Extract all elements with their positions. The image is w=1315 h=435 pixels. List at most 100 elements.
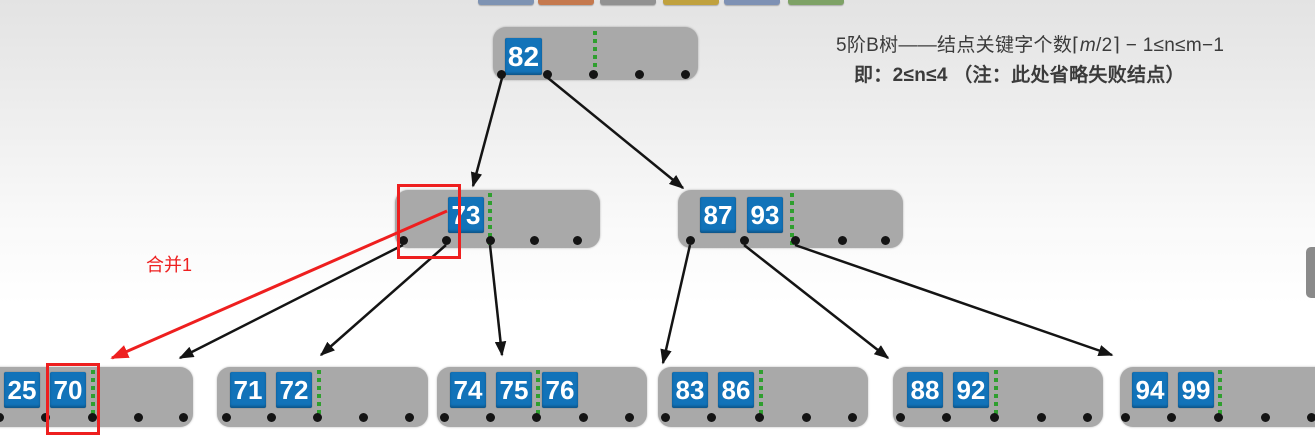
key-93: 93	[747, 197, 783, 233]
child-pointer-dot	[661, 413, 670, 422]
edge-73-to-74-75-76	[488, 244, 507, 357]
key-86: 86	[718, 372, 754, 408]
child-pointer-dot	[530, 236, 539, 245]
highlight-box-empty-slot-73	[397, 184, 461, 259]
child-pointer-dot	[1083, 413, 1092, 422]
leaf-node-74-75-76: 74 75 76	[437, 367, 647, 427]
child-pointer-dot	[625, 413, 634, 422]
edge-73-to-71-72	[319, 244, 447, 356]
btree-rule-note: 即：2≤n≤4 （注：此处省略失败结点）	[854, 65, 1185, 86]
child-pointer-dot	[88, 413, 97, 422]
rule-text-suffix: /2⌉ − 1≤n≤m−1	[1096, 35, 1225, 56]
child-pointer-dot	[791, 236, 800, 245]
child-pointer-dot	[1167, 413, 1176, 422]
child-pointer-dot	[179, 413, 188, 422]
child-pointer-dot	[222, 413, 231, 422]
root-node-82: 82	[493, 27, 698, 80]
child-pointer-dot	[707, 413, 716, 422]
divider-dotted-line	[91, 370, 95, 420]
theme-swatch-1[interactable]	[478, 0, 534, 5]
key-74: 74	[450, 372, 486, 408]
leaf-node-25-70: 25 70	[0, 367, 193, 427]
highlight-box-key-70	[46, 363, 100, 435]
rule-text-variable-m: m	[1079, 35, 1096, 56]
key-76: 76	[542, 372, 578, 408]
rule-text-prefix: 5阶B树——结点关键字个数⌈	[836, 35, 1080, 56]
internal-node-87-93: 87 93	[678, 190, 903, 248]
leaf-node-94-99: 94 99	[1120, 367, 1315, 427]
edge-93-to-94-99	[794, 243, 1114, 357]
key-88: 88	[907, 372, 943, 408]
key-75: 75	[496, 372, 532, 408]
child-pointer-dot	[740, 236, 749, 245]
divider-dotted-line	[1218, 370, 1222, 420]
btree-rule-text: 5阶B树——结点关键字个数⌈m/2⌉ − 1≤n≤m−1	[836, 30, 1224, 57]
key-73: 73	[448, 197, 484, 233]
divider-dotted-line	[994, 370, 998, 420]
child-pointer-dot	[681, 70, 690, 79]
child-pointer-dot	[755, 413, 764, 422]
key-92: 92	[953, 372, 989, 408]
child-pointer-dot	[440, 413, 449, 422]
child-pointer-dot	[589, 70, 598, 79]
divider-dotted-line	[593, 31, 597, 76]
leaf-node-71-72: 71 72	[217, 367, 428, 427]
key-99: 99	[1178, 372, 1214, 408]
child-pointer-dot	[532, 413, 541, 422]
child-pointer-dot	[573, 236, 582, 245]
divider-dotted-line	[317, 370, 321, 420]
theme-swatch-6[interactable]	[788, 0, 844, 5]
scrollbar-thumb[interactable]	[1306, 247, 1315, 298]
theme-swatch-4[interactable]	[663, 0, 719, 5]
key-72: 72	[276, 372, 312, 408]
child-pointer-dot	[497, 70, 506, 79]
key-83: 83	[672, 372, 708, 408]
child-pointer-dot	[942, 413, 951, 422]
edge-73-to-25-70	[178, 243, 404, 360]
key-25: 25	[4, 372, 40, 408]
key-87: 87	[700, 197, 736, 233]
child-pointer-dot	[1121, 413, 1130, 422]
child-pointer-dot	[1261, 413, 1270, 422]
child-pointer-dot	[1214, 413, 1223, 422]
child-pointer-dot	[686, 236, 695, 245]
theme-swatch-3[interactable]	[600, 0, 656, 5]
child-pointer-dot	[881, 236, 890, 245]
key-94: 94	[1132, 372, 1168, 408]
child-pointer-dot	[838, 236, 847, 245]
edge-82-to-87-93	[547, 77, 685, 189]
child-pointer-dot	[1037, 413, 1046, 422]
divider-dotted-line	[790, 193, 794, 245]
child-pointer-dot	[405, 413, 414, 422]
divider-dotted-line	[488, 193, 492, 245]
child-pointer-dot	[41, 413, 50, 422]
child-pointer-dot	[486, 413, 495, 422]
theme-swatch-2[interactable]	[538, 0, 594, 5]
key-70: 70	[50, 372, 86, 408]
edge-82-to-73	[470, 77, 504, 188]
merge-label: 合并1	[146, 255, 193, 275]
child-pointer-dot	[1307, 413, 1315, 422]
theme-swatch-5[interactable]	[724, 0, 780, 5]
child-pointer-dot	[802, 413, 811, 422]
child-pointer-dot	[848, 413, 857, 422]
edge-87-93-to-88-92	[743, 244, 890, 359]
child-pointer-dot	[359, 413, 368, 422]
child-pointer-dot	[635, 70, 644, 79]
child-pointer-dot	[313, 413, 322, 422]
child-pointer-dot	[579, 413, 588, 422]
key-82: 82	[505, 38, 542, 75]
edge-87-to-83-86	[660, 244, 692, 365]
child-pointer-dot	[0, 413, 4, 422]
key-71: 71	[230, 372, 266, 408]
divider-dotted-line	[536, 370, 540, 420]
child-pointer-dot	[543, 70, 552, 79]
leaf-node-83-86: 83 86	[658, 367, 868, 427]
divider-dotted-line	[759, 370, 763, 420]
child-pointer-dot	[896, 413, 905, 422]
child-pointer-dot	[267, 413, 276, 422]
child-pointer-dot	[486, 236, 495, 245]
child-pointer-dot	[990, 413, 999, 422]
leaf-node-88-92: 88 92	[893, 367, 1103, 427]
